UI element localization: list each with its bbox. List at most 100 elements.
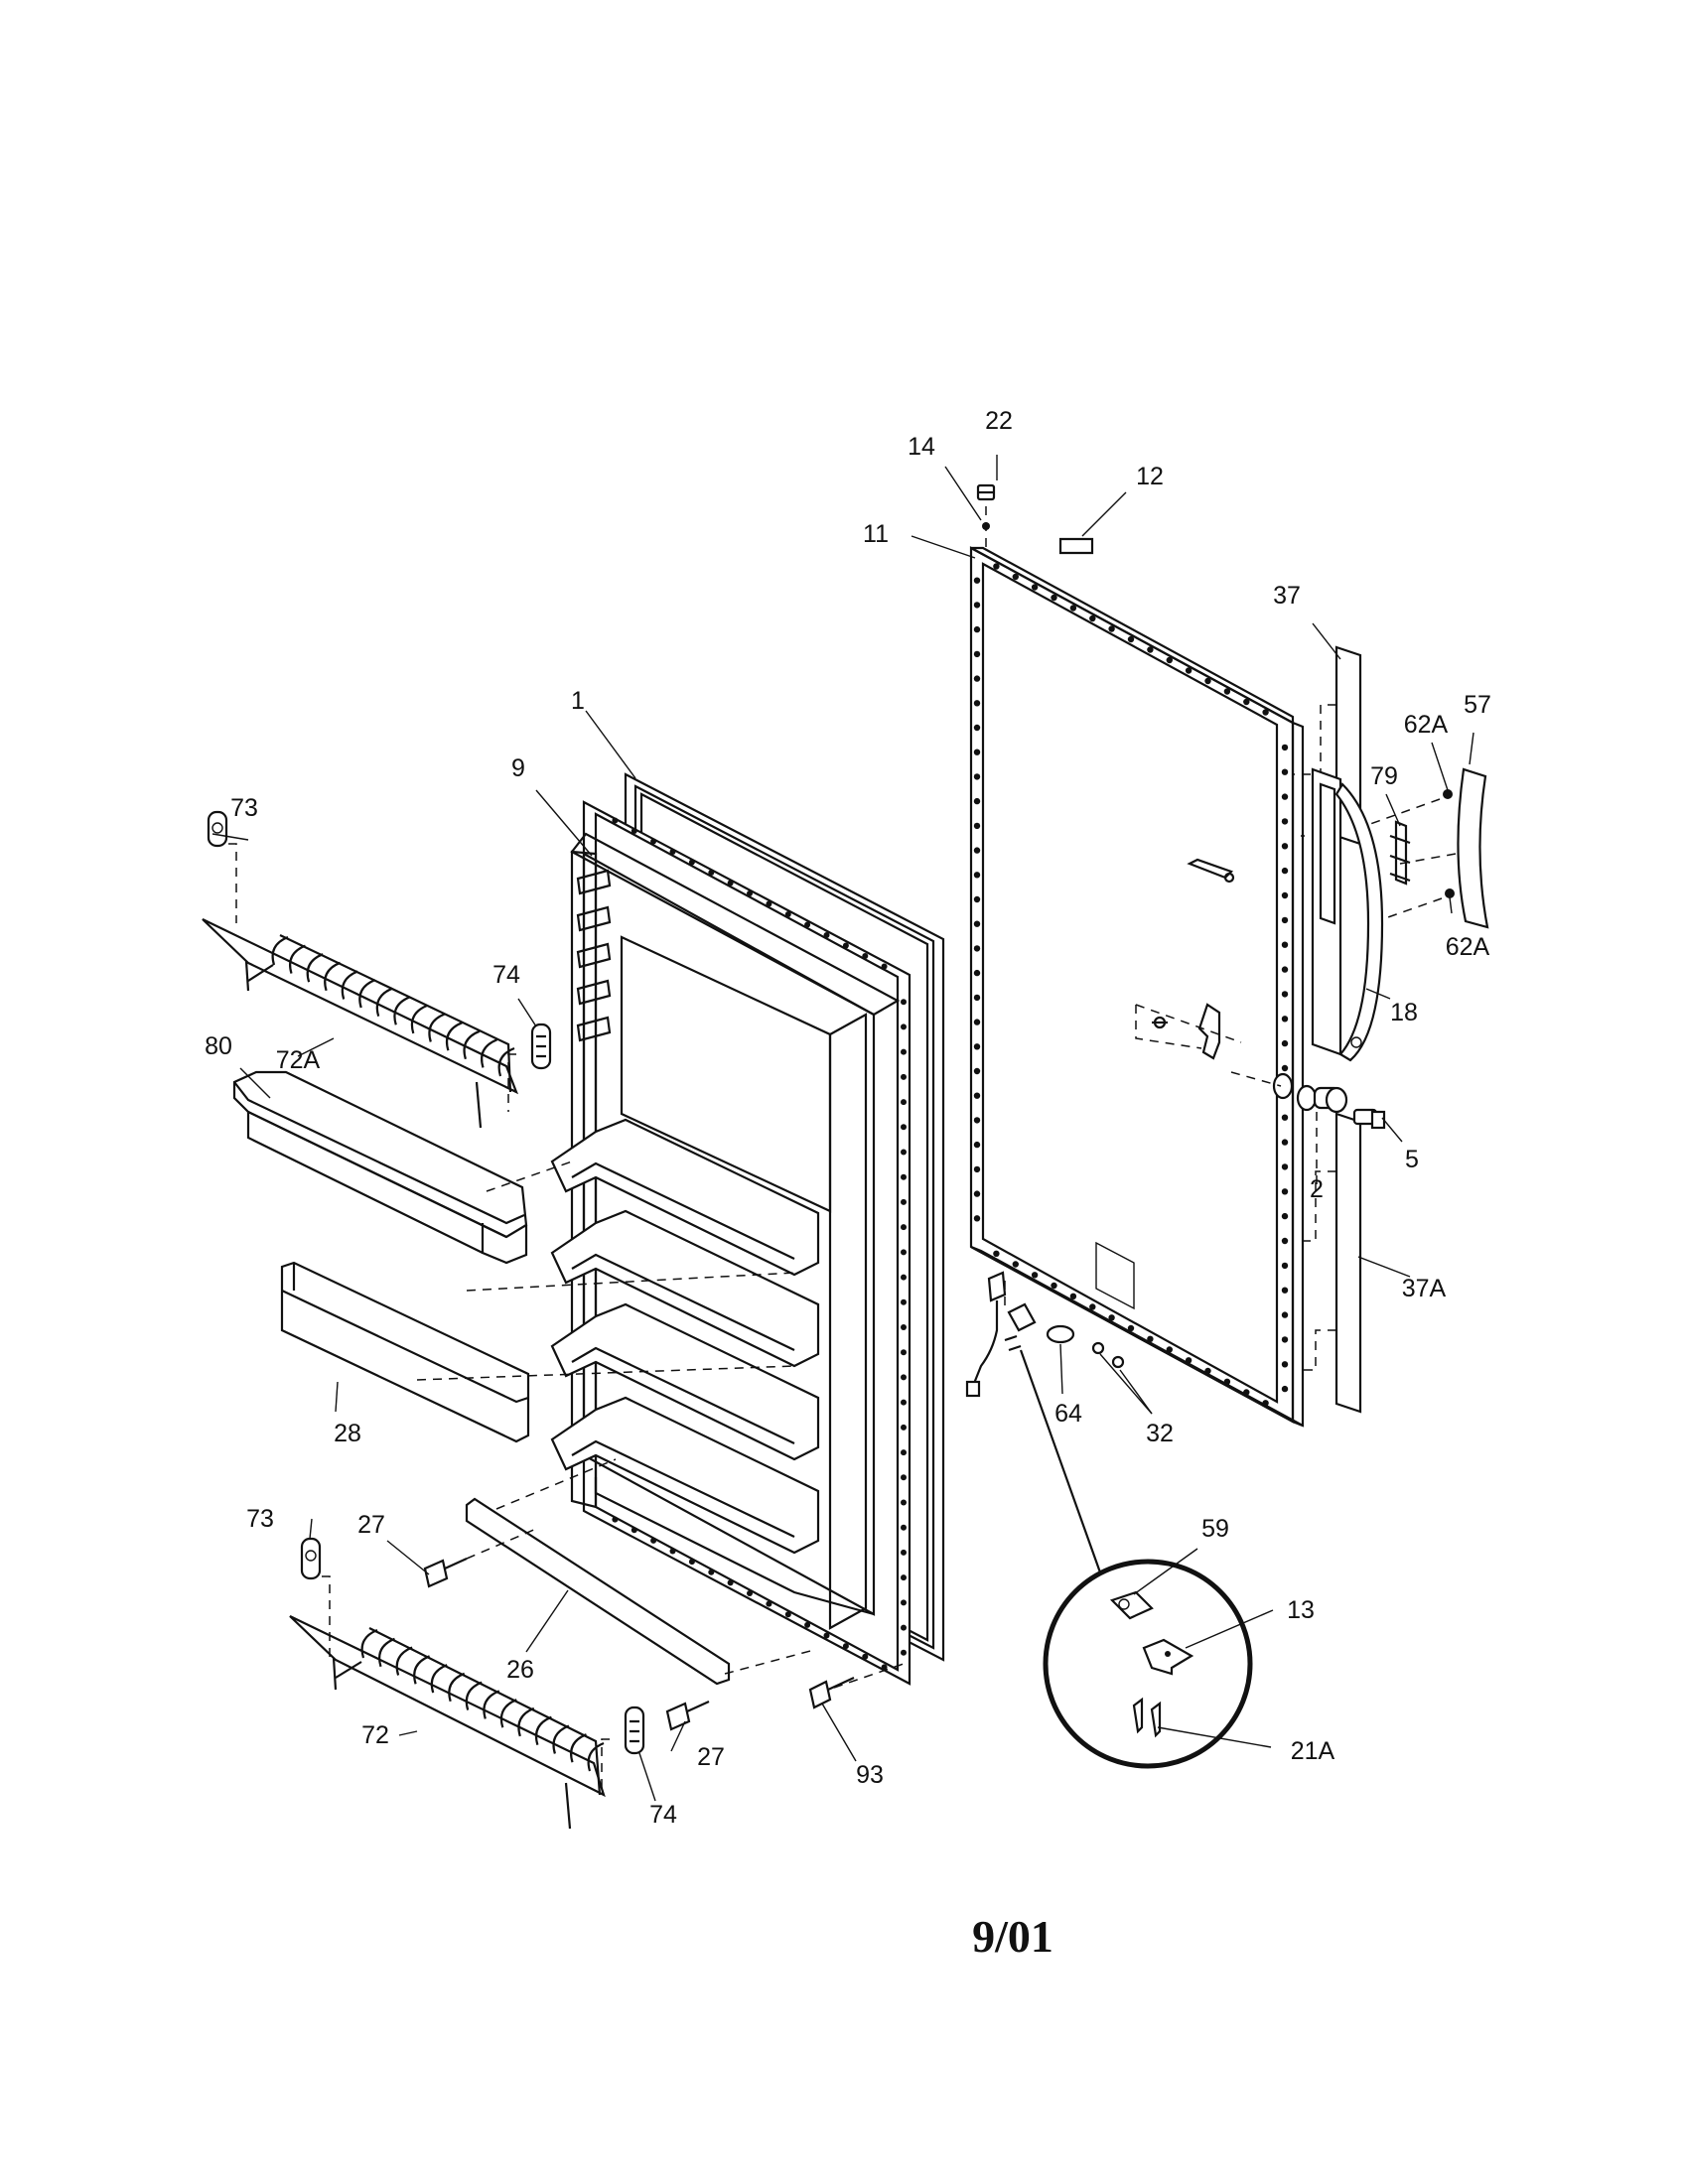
handle-bracket bbox=[1389, 820, 1411, 886]
liner-shelf-2 bbox=[550, 1209, 820, 1368]
gasket-hole bbox=[650, 1537, 657, 1544]
gasket-hole bbox=[766, 1600, 772, 1607]
gasket-hole bbox=[901, 1298, 907, 1305]
gasket-hole bbox=[901, 1524, 907, 1531]
liner-shelf-1 bbox=[550, 1118, 820, 1277]
gasket-hole bbox=[669, 1548, 676, 1555]
callout-27-right: 27 bbox=[697, 1743, 725, 1771]
upper-basket-ribs bbox=[271, 935, 515, 1077]
gasket-hole bbox=[973, 797, 981, 805]
gasket-hole bbox=[901, 1474, 907, 1481]
door-slot bbox=[1095, 1241, 1135, 1310]
gasket-hole bbox=[1166, 1346, 1174, 1353]
callout-79: 79 bbox=[1370, 762, 1398, 790]
callout-93: 93 bbox=[856, 1761, 884, 1789]
basket-rib bbox=[428, 1013, 446, 1042]
gasket-hole bbox=[901, 1549, 907, 1556]
gasket-hole bbox=[823, 1632, 830, 1639]
gasket-hole bbox=[631, 1527, 637, 1534]
gasket-hole bbox=[993, 1250, 1000, 1258]
gasket-hole bbox=[1281, 768, 1289, 775]
gasket-hole bbox=[804, 1621, 811, 1628]
callout-59: 59 bbox=[1201, 1515, 1229, 1543]
gasket-hole bbox=[1281, 941, 1289, 948]
gasket-hole bbox=[688, 859, 695, 866]
basket-rib bbox=[497, 1046, 515, 1077]
basket-rib bbox=[393, 996, 411, 1025]
gasket-hole bbox=[901, 1149, 907, 1156]
gasket-hole bbox=[1185, 1357, 1193, 1364]
gasket-hole bbox=[1281, 1336, 1289, 1343]
gasket-hole bbox=[973, 1190, 981, 1197]
basket-clip-73-top bbox=[207, 810, 237, 923]
callout-57: 57 bbox=[1464, 691, 1491, 719]
gasket-hole bbox=[973, 920, 981, 927]
basket-rib bbox=[430, 1664, 448, 1694]
gasket-hole bbox=[901, 1324, 907, 1330]
gasket-hole bbox=[766, 900, 772, 907]
gasket-hole bbox=[1069, 605, 1077, 612]
gasket-hole bbox=[901, 1449, 907, 1456]
gasket-hole bbox=[1166, 656, 1174, 664]
gasket-hole bbox=[973, 895, 981, 903]
basket-rib bbox=[324, 961, 342, 992]
basket-rib bbox=[552, 1724, 570, 1754]
callout-13: 13 bbox=[1287, 1596, 1315, 1624]
gasket-hole bbox=[901, 1124, 907, 1131]
gasket-hole bbox=[1204, 677, 1211, 685]
gasket-hole bbox=[1281, 1039, 1289, 1047]
gasket-hole bbox=[1281, 966, 1289, 973]
gasket-hole bbox=[1031, 1272, 1039, 1279]
basket-rib bbox=[465, 1681, 483, 1710]
callout-37: 37 bbox=[1273, 582, 1301, 610]
gasket-hole bbox=[901, 1649, 907, 1656]
basket-rib bbox=[360, 1628, 378, 1659]
liner-holes bbox=[612, 817, 907, 1671]
gasket-hole bbox=[973, 1019, 981, 1025]
gasket-hole bbox=[1185, 667, 1193, 674]
gasket-hole bbox=[1262, 709, 1269, 716]
gasket-hole bbox=[901, 999, 907, 1006]
gasket-hole bbox=[901, 1198, 907, 1205]
gasket-hole bbox=[1223, 688, 1231, 695]
gasket-hole bbox=[708, 870, 715, 876]
gasket-hole bbox=[973, 675, 981, 682]
basket-rib bbox=[341, 970, 358, 1000]
gasket-hole bbox=[784, 911, 791, 917]
basket-clip-74-top bbox=[507, 1023, 552, 1112]
screw-27-left bbox=[423, 1557, 468, 1588]
callout-11: 11 bbox=[863, 520, 889, 548]
gasket-hole bbox=[973, 945, 981, 952]
callout-73-bottom: 73 bbox=[246, 1505, 274, 1533]
basket-rib bbox=[448, 1672, 466, 1703]
handle-screws bbox=[1369, 789, 1457, 919]
gasket-hole bbox=[1281, 1114, 1289, 1121]
gasket-hole bbox=[901, 1173, 907, 1180]
basket-rib bbox=[534, 1715, 552, 1746]
gasket-hole bbox=[1108, 625, 1115, 632]
screw-93 bbox=[808, 1677, 855, 1709]
gasket-hole bbox=[1281, 1139, 1289, 1146]
gasket-hole bbox=[862, 953, 869, 959]
callout-21a: 21A bbox=[1291, 1737, 1335, 1765]
basket-rib bbox=[271, 935, 289, 966]
liner-shelf-3 bbox=[550, 1302, 820, 1461]
gasket-hole bbox=[901, 1024, 907, 1030]
basket-rib bbox=[587, 1741, 605, 1772]
lower-door-basket bbox=[289, 1615, 606, 1830]
callout-62a-top: 62A bbox=[1404, 711, 1449, 739]
bottom-hinge-parts bbox=[965, 1271, 1125, 1398]
gasket-hole bbox=[973, 700, 981, 707]
gasket-hole bbox=[901, 1224, 907, 1231]
gasket-hole bbox=[708, 1569, 715, 1575]
gasket-hole bbox=[650, 838, 657, 845]
basket-rib bbox=[463, 1029, 481, 1060]
gasket-hole bbox=[901, 1424, 907, 1431]
gasket-hole bbox=[612, 817, 619, 824]
gasket-hole bbox=[901, 1399, 907, 1406]
gasket-hole bbox=[1127, 635, 1135, 643]
basket-rib bbox=[306, 953, 324, 983]
basket-rib bbox=[413, 1655, 431, 1685]
gasket-hole bbox=[1281, 867, 1289, 875]
